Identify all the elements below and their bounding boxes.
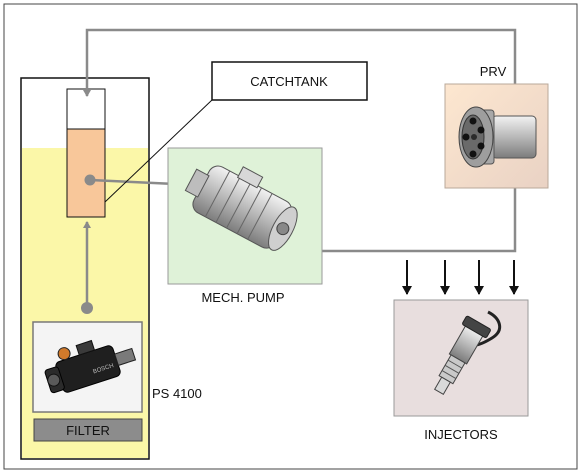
catchtank-outlet (84, 174, 96, 186)
injectors-label: INJECTORS (424, 427, 498, 442)
lift-pump-outlet (81, 302, 93, 314)
return-line (83, 28, 517, 97)
filter-label: FILTER (66, 423, 110, 438)
injectors-panel (393, 299, 529, 417)
catchtank-label: CATCHTANK (250, 74, 328, 89)
catchtank (66, 128, 106, 218)
injector-icon (433, 310, 502, 396)
catchtank-leader (104, 99, 213, 203)
mech-pump-label: MECH. PUMP (201, 290, 284, 305)
pressure-line (322, 188, 517, 253)
ps4100-label: PS 4100 (152, 386, 202, 401)
prv-valve-icon (458, 106, 537, 168)
fuel-pump-ps4100-icon: BOSCH (34, 323, 141, 411)
prv-label: PRV (480, 64, 507, 79)
catchtank-label-box (211, 61, 368, 101)
mechanical-pump-icon (184, 165, 298, 251)
filter-bar (33, 418, 143, 442)
